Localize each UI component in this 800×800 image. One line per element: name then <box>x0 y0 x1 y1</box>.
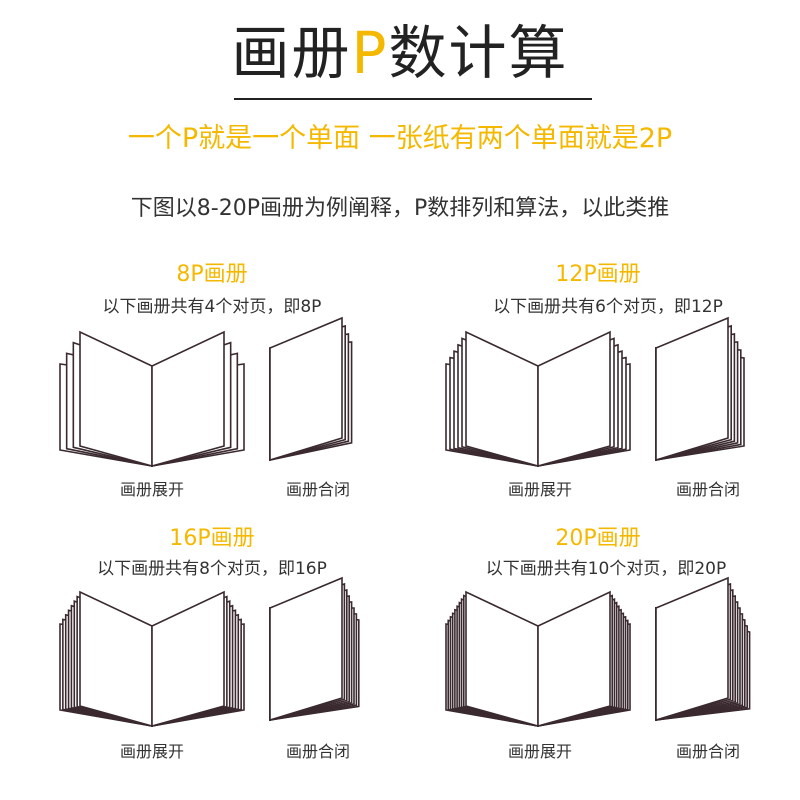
title-accent: P <box>351 19 389 87</box>
description: 下图以8-20P画册为例阐释，P数排列和算法，以此类推 <box>130 196 670 221</box>
title-underline <box>234 98 592 100</box>
closed-page-1 <box>269 316 343 462</box>
caption-open-12p: 画册展开 <box>507 480 572 499</box>
block-8p-desc: 以下画册共有4个对页，即8P <box>102 297 322 317</box>
page-right-8 <box>151 590 225 728</box>
block-12p-desc: 以下画册共有6个对页，即12P <box>493 297 723 317</box>
block-20p-title: 20P画册 <box>555 526 641 551</box>
title-part-b: 数计算 <box>388 19 569 87</box>
closed-page-1 <box>655 576 729 722</box>
page-right-10 <box>537 590 611 728</box>
block-16p-title: 16P画册 <box>169 526 255 551</box>
block-20p-desc: 以下画册共有10个对页，即20P <box>485 559 727 579</box>
block-12p-title: 12P画册 <box>555 262 641 287</box>
block-8p-title: 8P画册 <box>176 262 248 287</box>
page-right-4 <box>151 330 225 468</box>
caption-open-8p: 画册展开 <box>119 480 184 499</box>
title-part-a: 画册 <box>231 19 352 87</box>
caption-closed-16p: 画册合闭 <box>285 742 350 761</box>
page-right-6 <box>537 330 611 468</box>
block-16p-desc: 以下画册共有8个对页，即16P <box>97 559 327 579</box>
page-title: 画册P数计算 <box>0 18 800 88</box>
closed-page-1 <box>655 316 729 462</box>
caption-closed-20p: 画册合闭 <box>675 742 740 761</box>
caption-closed-8p: 画册合闭 <box>285 480 350 499</box>
closed-page-1 <box>269 576 343 722</box>
subtitle: 一个P就是一个单面 一张纸有两个单面就是2P <box>127 123 673 154</box>
caption-open-20p: 画册展开 <box>507 742 572 761</box>
caption-closed-12p: 画册合闭 <box>675 480 740 499</box>
caption-open-16p: 画册展开 <box>119 742 184 761</box>
